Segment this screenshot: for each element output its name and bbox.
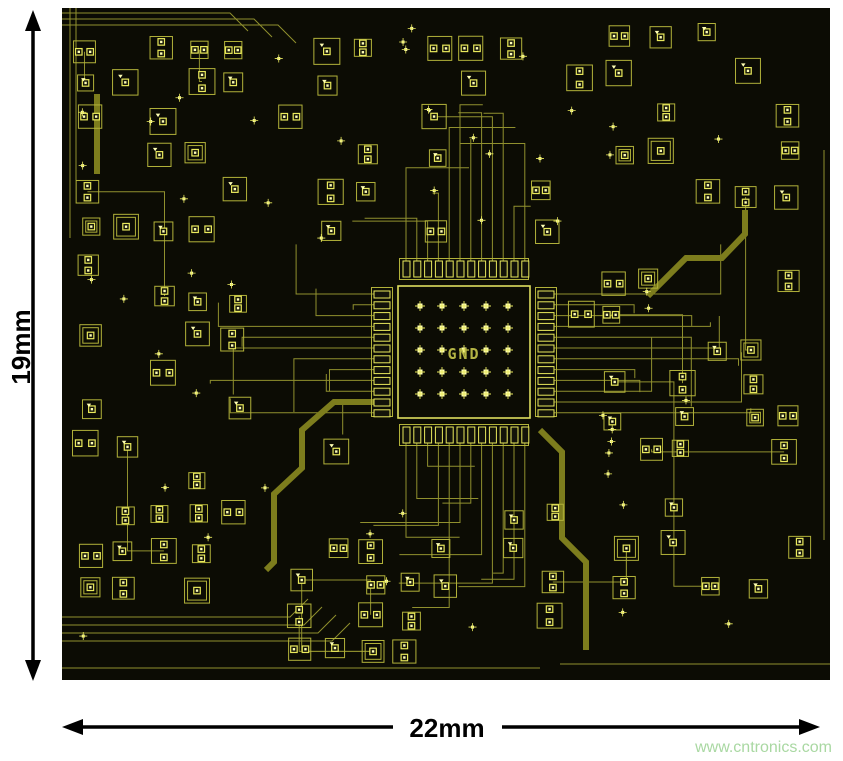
width-dimension-arrow: 22mm bbox=[62, 713, 820, 743]
copper-layer bbox=[62, 8, 830, 669]
center-ic-footprint bbox=[371, 258, 557, 446]
arrowhead-left-icon bbox=[62, 719, 83, 735]
arrowhead-down-icon bbox=[25, 660, 41, 681]
watermark: www.cntronics.com bbox=[694, 739, 832, 756]
gnd-label: GND bbox=[447, 345, 480, 363]
width-dimension-label: 22mm bbox=[409, 713, 484, 743]
height-dimension-arrow: 19mm bbox=[6, 10, 41, 681]
arrowhead-up-icon bbox=[25, 10, 41, 31]
height-dimension-label: 19mm bbox=[6, 309, 36, 384]
arrowhead-right-icon bbox=[799, 719, 820, 735]
